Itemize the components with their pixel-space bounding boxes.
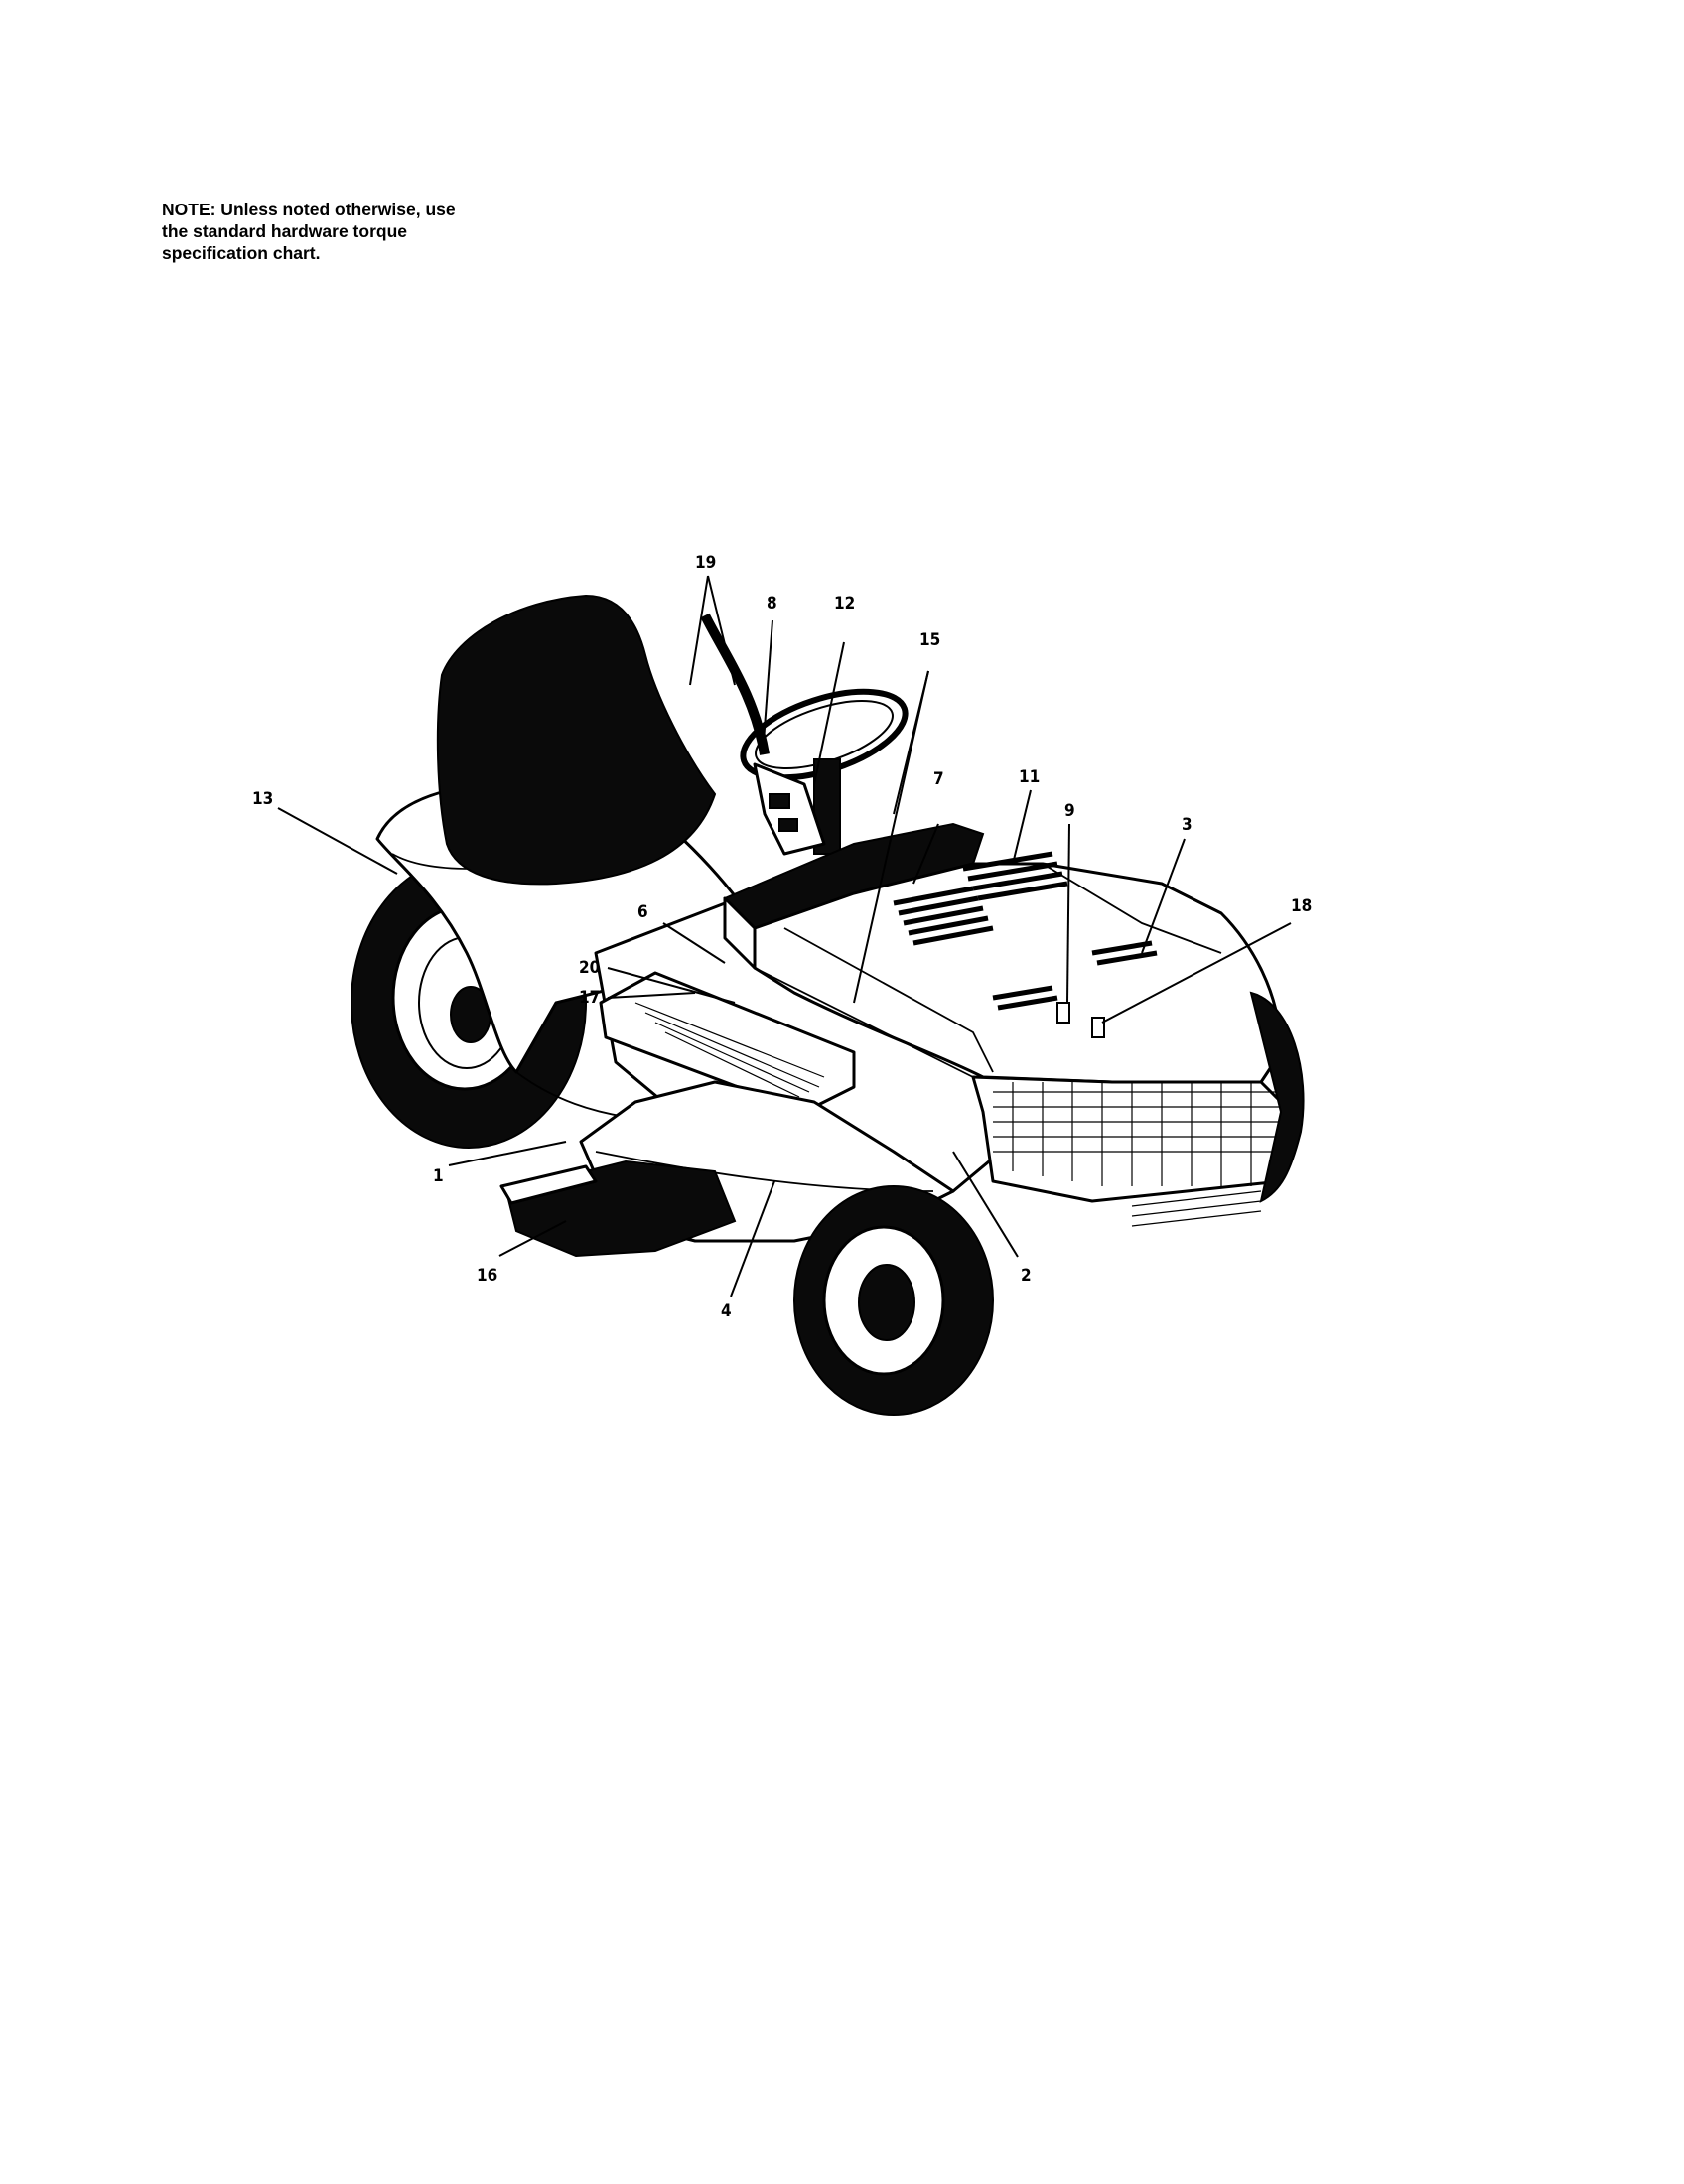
callout-16: 16 bbox=[477, 1266, 497, 1286]
callout-13: 13 bbox=[252, 789, 273, 809]
callout-15: 15 bbox=[919, 630, 940, 650]
note-line-2: the standard hardware torque bbox=[162, 221, 407, 241]
callout-8: 8 bbox=[767, 594, 777, 614]
discharge-chute bbox=[499, 1160, 737, 1258]
callout-11: 11 bbox=[1019, 767, 1040, 787]
callout-12: 12 bbox=[834, 594, 855, 614]
callout-9: 9 bbox=[1064, 801, 1075, 821]
callout-labels: 19 8 12 15 13 7 11 9 3 18 6 20 17 1 16 4… bbox=[252, 553, 1312, 1321]
callout-19: 19 bbox=[695, 553, 716, 573]
seat bbox=[436, 594, 717, 886]
steering-wheel bbox=[740, 688, 909, 855]
leader-lines bbox=[277, 575, 1292, 1297]
callout-18: 18 bbox=[1291, 896, 1312, 916]
callout-6: 6 bbox=[637, 902, 648, 922]
footrest bbox=[599, 971, 856, 1114]
hood-vents bbox=[893, 851, 1158, 1011]
front-wheel-left bbox=[793, 1185, 994, 1416]
callout-1: 1 bbox=[433, 1166, 444, 1186]
note-line-3: specification chart. bbox=[162, 243, 321, 263]
callout-3: 3 bbox=[1182, 815, 1193, 835]
callout-4: 4 bbox=[721, 1301, 732, 1321]
front-grille bbox=[971, 1075, 1293, 1227]
callout-7: 7 bbox=[933, 769, 944, 789]
callout-17: 17 bbox=[579, 988, 600, 1008]
note-line-1: NOTE: Unless noted otherwise, use bbox=[162, 200, 456, 219]
callout-2: 2 bbox=[1021, 1266, 1032, 1286]
torque-note: NOTE: Unless noted otherwise, use the st… bbox=[162, 199, 559, 264]
tractor-illustration bbox=[351, 594, 1305, 1416]
callout-20: 20 bbox=[579, 958, 600, 978]
lift-lever bbox=[700, 613, 770, 755]
front-wheel-right bbox=[1249, 991, 1305, 1203]
